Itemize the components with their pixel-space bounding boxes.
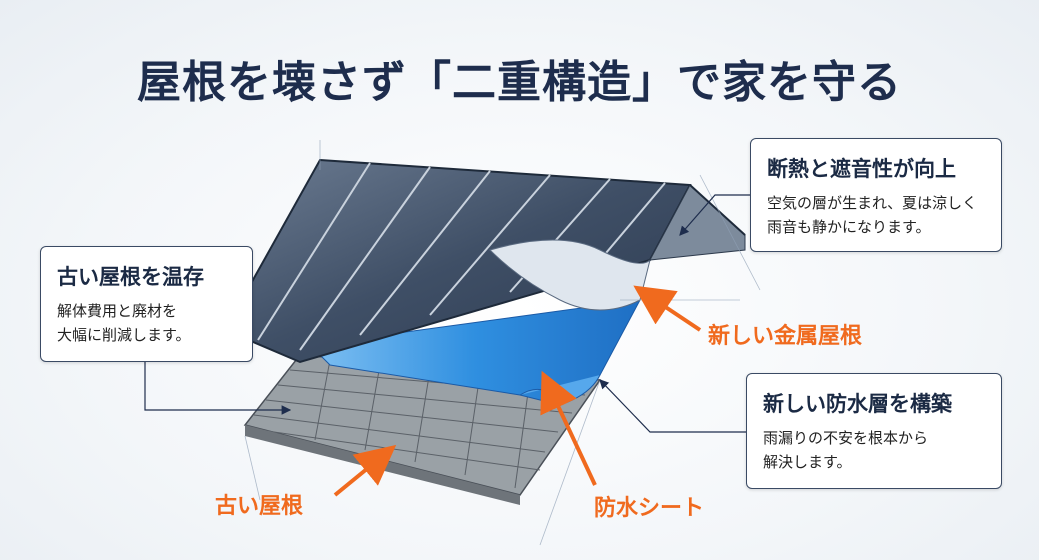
old-roof-arrow bbox=[333, 444, 397, 497]
page-title: 屋根を壊さず「二重構造」で家を守る bbox=[137, 57, 902, 108]
callout-keep-old-roof: 古い屋根を温存 解体費用と廃材を 大幅に削減します。 bbox=[40, 246, 253, 362]
label-old-roof: 古い屋根 bbox=[215, 494, 304, 519]
callout-waterproof-layer: 新しい防水層を構築 雨漏りの不安を根本から 解決します。 bbox=[746, 373, 1002, 489]
callout-heading: 断熱と遮音性が向上 bbox=[767, 157, 956, 181]
orange-arrows bbox=[333, 285, 702, 497]
sheet-arrow bbox=[540, 370, 597, 486]
connector-lines bbox=[144, 194, 750, 433]
label-metal-roof: 新しい金属屋根 bbox=[708, 324, 863, 349]
callout-text: 雨漏りの不安を根本から bbox=[763, 429, 929, 447]
callout-heading: 新しい防水層を構築 bbox=[763, 392, 952, 416]
callout-text: 大幅に削減します。 bbox=[57, 326, 191, 344]
metal-roof-arrow bbox=[633, 285, 702, 332]
callout-insulation: 断熱と遮音性が向上 空気の層が生まれ、夏は涼しく 雨音も静かになります。 bbox=[750, 138, 1002, 252]
callout-text: 空気の層が生まれ、夏は涼しく bbox=[767, 194, 978, 212]
callout-text: 雨音も静かになります。 bbox=[767, 218, 931, 236]
callout-text: 解体費用と廃材を bbox=[57, 302, 178, 320]
metal-roof bbox=[223, 158, 746, 364]
callout-text: 解決します。 bbox=[763, 453, 852, 471]
label-waterproof-sheet: 防水シート bbox=[594, 496, 705, 521]
callout-heading: 古い屋根を温存 bbox=[57, 265, 204, 289]
